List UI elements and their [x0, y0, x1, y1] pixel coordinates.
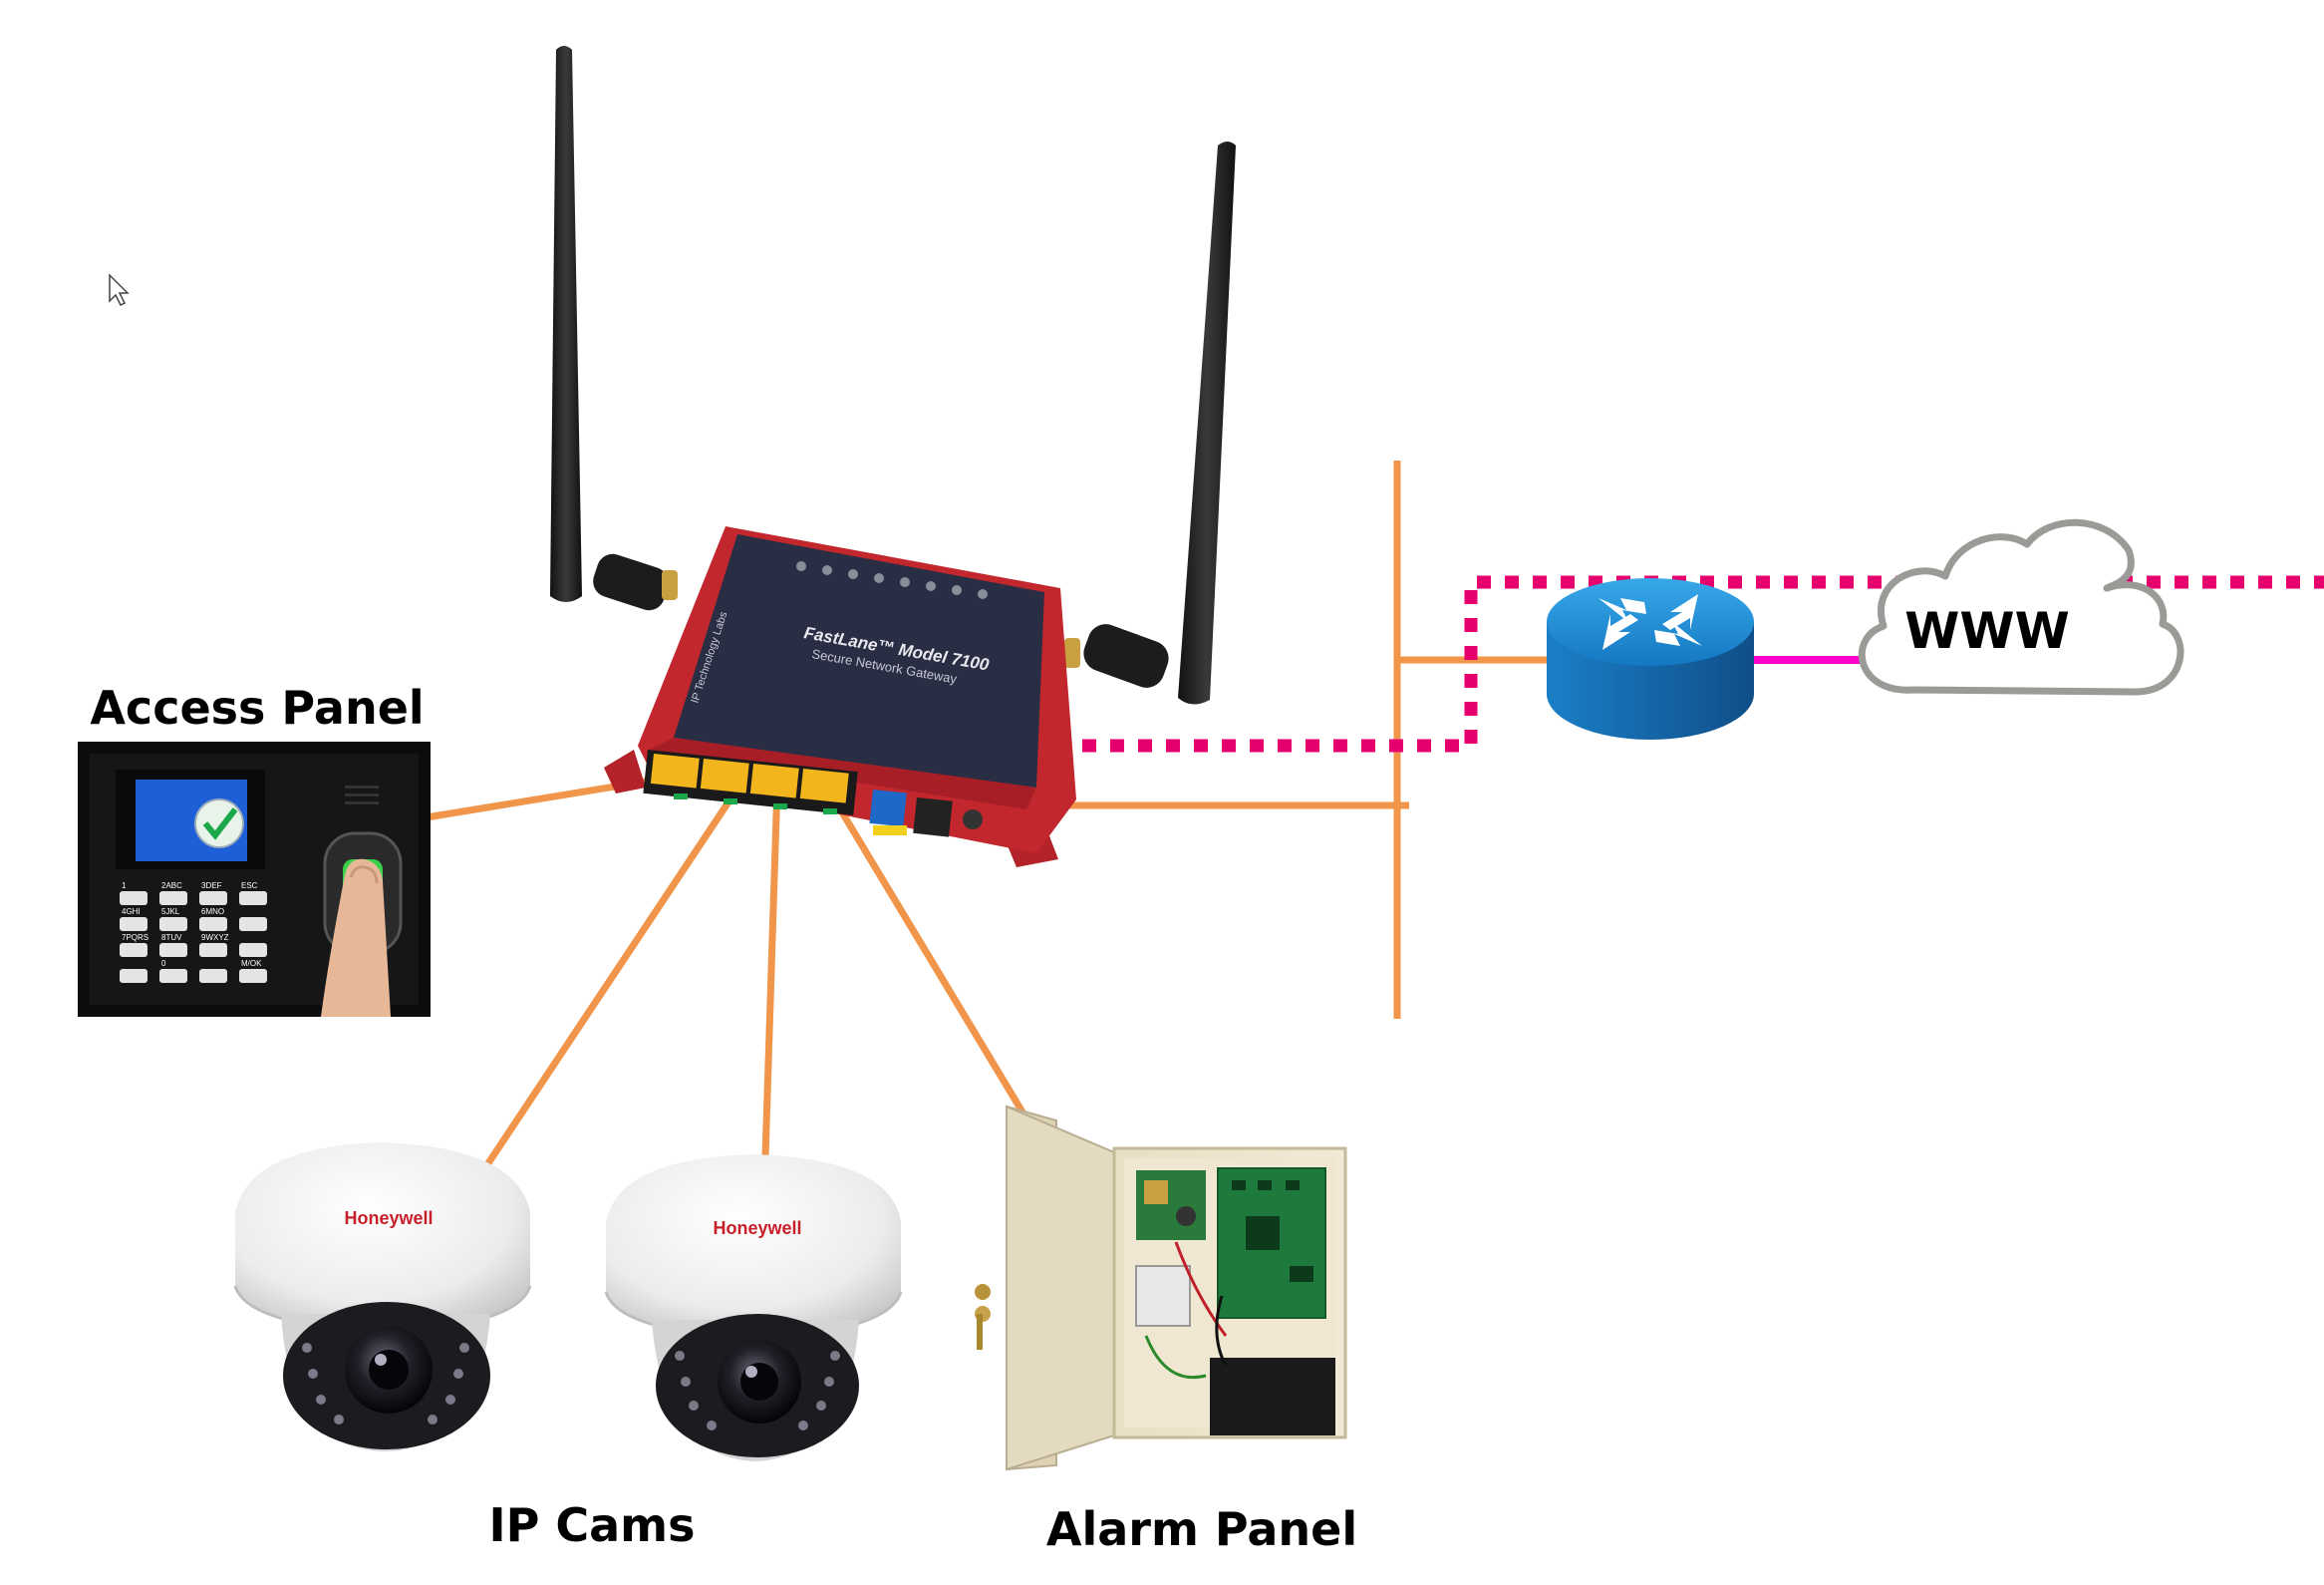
- ip-camera-2: Honeywell: [604, 1154, 903, 1461]
- key-label: 1: [122, 881, 127, 890]
- wire-camera-2: [761, 783, 781, 1157]
- wan-port: [869, 790, 907, 827]
- camera-1-brand: Honeywell: [344, 1208, 433, 1228]
- ip-cams-label: IP Cams: [489, 1498, 696, 1552]
- lan-ports: [650, 754, 849, 803]
- cloud-label: WWW: [1904, 602, 2069, 660]
- antenna-right: [1064, 142, 1236, 705]
- key-label: 0: [161, 959, 166, 968]
- key-label: 7PQRS: [122, 933, 148, 942]
- key-label: ESC: [241, 881, 258, 890]
- key-label: 8TUV: [161, 933, 182, 942]
- wire-camera-1: [467, 784, 742, 1192]
- key-label: M/OK: [241, 959, 262, 968]
- alarm-panel-device: [975, 1105, 1347, 1471]
- access-panel-device: 1 2ABC 3DEF ESC 4GHI 5JKL 6MNO 7PQRS 8TU…: [78, 742, 431, 1017]
- key-label: 2ABC: [161, 881, 182, 890]
- key-label: 9WXYZ: [201, 933, 229, 942]
- alarm-panel-label: Alarm Panel: [1046, 1502, 1357, 1556]
- cursor-arrow-icon: [109, 273, 130, 307]
- status-leds: [796, 561, 988, 599]
- router-icon: [1547, 578, 1754, 740]
- key-label: 5JKL: [161, 907, 180, 916]
- ip-camera-1: Honeywell: [233, 1142, 532, 1451]
- keypad: 1 2ABC 3DEF ESC 4GHI 5JKL 6MNO 7PQRS 8TU…: [120, 881, 267, 983]
- key-label: 3DEF: [201, 881, 222, 890]
- antenna-left: [550, 46, 678, 611]
- fingerprint-icon: [321, 831, 403, 1017]
- key-label: 4GHI: [122, 907, 141, 916]
- gateway-device: FastLane™ Model 7100 Secure Network Gate…: [604, 526, 1076, 867]
- camera-2-brand: Honeywell: [713, 1218, 801, 1238]
- cloud-icon: WWW: [1858, 518, 2184, 696]
- check-icon: [194, 798, 244, 848]
- access-panel-label: Access Panel: [90, 681, 424, 735]
- key-label: 6MNO: [201, 907, 224, 916]
